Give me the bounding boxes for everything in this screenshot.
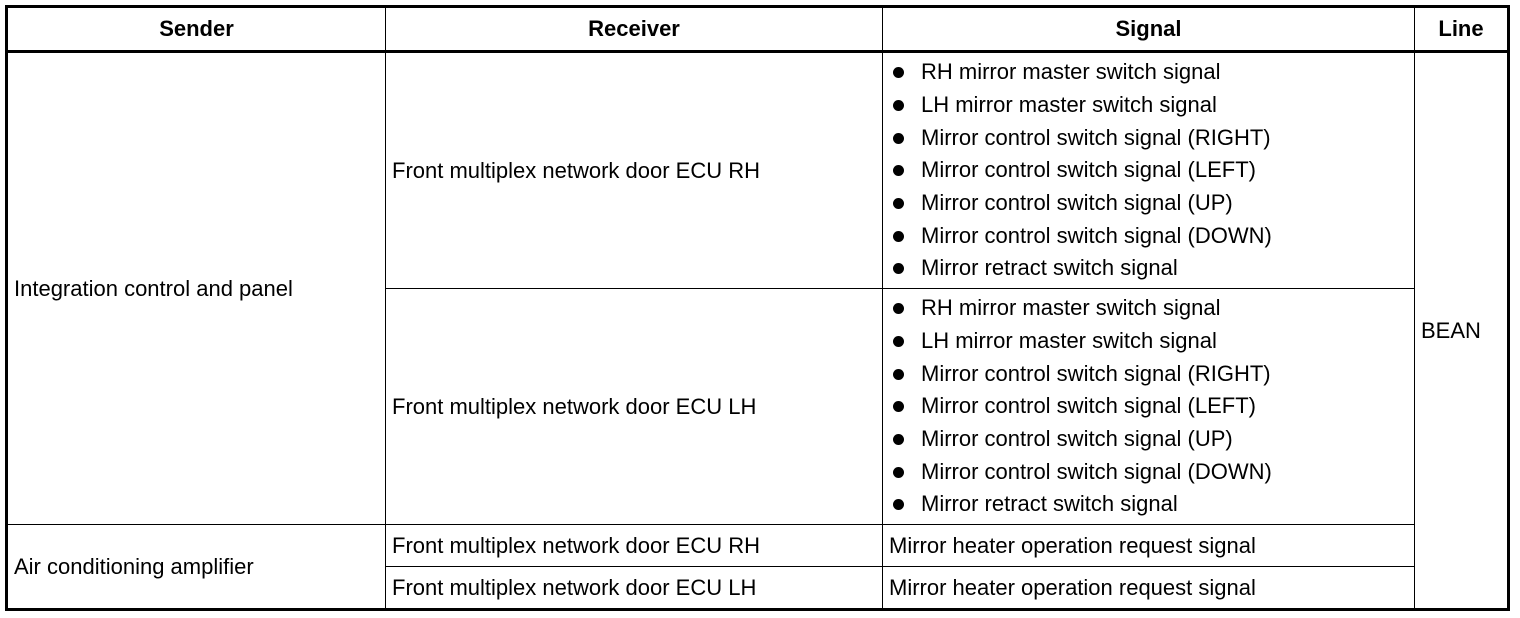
table-row: Integration control and panel Front mult… xyxy=(6,50,1509,610)
bullet-icon xyxy=(893,197,904,209)
table-row: Air conditioning amplifier Front multipl… xyxy=(6,524,1509,610)
receiver-cell: Front multiplex network door ECU LH xyxy=(385,288,883,526)
signal-text: Mirror control switch signal (RIGHT) xyxy=(921,124,1271,150)
bullet-icon xyxy=(893,132,904,144)
signal-text: Mirror control switch signal (LEFT) xyxy=(921,393,1256,419)
signal-text: Mirror retract switch signal xyxy=(921,255,1178,281)
bullet-icon xyxy=(893,335,904,347)
bullet-icon xyxy=(893,433,904,445)
receiver-cell: Front multiplex network door ECU RH xyxy=(385,50,883,290)
signal-text: Mirror control switch signal (UP) xyxy=(921,189,1233,215)
bullet-icon xyxy=(893,230,904,242)
bullet-icon xyxy=(893,263,904,275)
receiver-cell: Front multiplex network door ECU RH xyxy=(385,524,883,568)
bullet-icon xyxy=(893,165,904,177)
signal-text: Mirror control switch signal (UP) xyxy=(921,425,1233,451)
signal-list: RH mirror master switch signal LH mirror… xyxy=(889,292,1408,521)
header-receiver: Receiver xyxy=(385,6,883,53)
signal-table: Sender Receiver Signal Line Integration … xyxy=(5,5,1510,611)
signal-item: Mirror control switch signal (LEFT) xyxy=(889,390,1408,423)
signal-item: Mirror control switch signal (UP) xyxy=(889,423,1408,456)
signal-item: RH mirror master switch signal xyxy=(889,292,1408,325)
signal-cell: Mirror heater operation request signal xyxy=(882,566,1415,610)
signal-cell: RH mirror master switch signal LH mirror… xyxy=(882,50,1415,290)
signal-item: Mirror retract switch signal xyxy=(889,252,1408,285)
signal-cell: Mirror heater operation request signal xyxy=(882,524,1415,568)
signal-text: Mirror retract switch signal xyxy=(921,491,1178,517)
bullet-icon xyxy=(893,368,904,380)
bullet-icon xyxy=(893,303,904,315)
bullet-icon xyxy=(893,67,904,79)
bullet-icon xyxy=(893,401,904,413)
signal-item: Mirror control switch signal (DOWN) xyxy=(889,220,1408,253)
signal-item: Mirror control switch signal (RIGHT) xyxy=(889,358,1408,391)
sender-cell: Air conditioning amplifier xyxy=(6,524,386,610)
sender-cell: Integration control and panel xyxy=(6,50,386,526)
receiver-cell: Front multiplex network door ECU LH xyxy=(385,566,883,610)
line-cell: BEAN xyxy=(1414,51,1509,610)
bullet-icon xyxy=(893,499,904,511)
bullet-icon xyxy=(893,99,904,111)
header-signal: Signal xyxy=(882,6,1415,53)
signal-text: Mirror control switch signal (LEFT) xyxy=(921,157,1256,183)
signal-item: Mirror control switch signal (UP) xyxy=(889,187,1408,220)
signal-list: RH mirror master switch signal LH mirror… xyxy=(889,56,1408,285)
signal-item: RH mirror master switch signal xyxy=(889,56,1408,89)
signal-text: RH mirror master switch signal xyxy=(921,59,1221,85)
signal-text: LH mirror master switch signal xyxy=(921,91,1217,117)
header-sender: Sender xyxy=(6,6,386,53)
signal-item: LH mirror master switch signal xyxy=(889,89,1408,122)
signal-text: Mirror control switch signal (RIGHT) xyxy=(921,360,1271,386)
signal-text: LH mirror master switch signal xyxy=(921,327,1217,353)
signal-item: Mirror control switch signal (RIGHT) xyxy=(889,122,1408,155)
signal-text: Mirror control switch signal (DOWN) xyxy=(921,458,1272,484)
signal-item: Mirror retract switch signal xyxy=(889,488,1408,521)
signal-text: Mirror control switch signal (DOWN) xyxy=(921,222,1272,248)
signal-item: LH mirror master switch signal xyxy=(889,325,1408,358)
signal-cell: RH mirror master switch signal LH mirror… xyxy=(882,288,1415,526)
signal-item: Mirror control switch signal (LEFT) xyxy=(889,154,1408,187)
signal-item: Mirror control switch signal (DOWN) xyxy=(889,456,1408,489)
table-row: Front multiplex network door ECU LH RH m… xyxy=(7,288,1509,526)
bullet-icon xyxy=(893,466,904,478)
table-row: Front multiplex network door ECU LH Mirr… xyxy=(7,566,1509,610)
header-row: Sender Receiver Signal Line xyxy=(6,6,1509,53)
signal-text: RH mirror master switch signal xyxy=(921,295,1221,321)
header-line: Line xyxy=(1414,6,1509,53)
